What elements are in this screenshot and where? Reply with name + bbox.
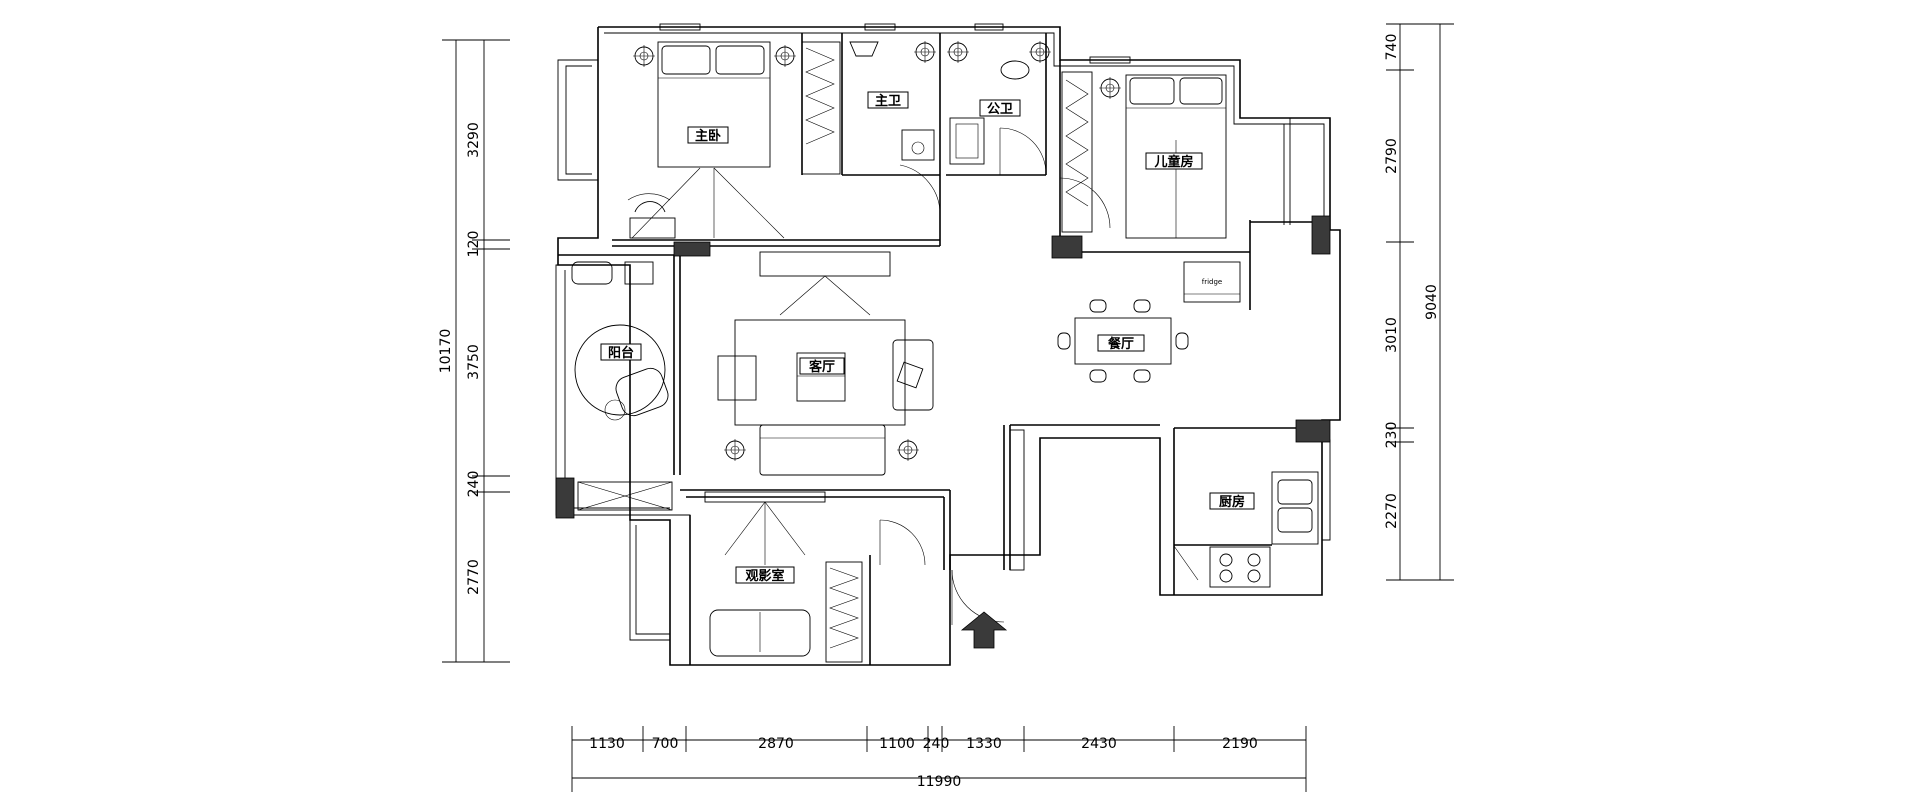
dim-bottom-total: 11990 (917, 774, 962, 790)
dim-right-total: 9040 (1424, 284, 1440, 320)
entrance-arrow-icon (960, 611, 1008, 649)
dim-bottom-7: 2190 (1222, 736, 1258, 752)
interior-walls (558, 33, 1324, 665)
dim-left-2: 3750 (466, 344, 482, 380)
kitchen-fixtures (1173, 471, 1319, 588)
fridge: fridge (1183, 261, 1241, 303)
dim-left-total: 10170 (438, 329, 454, 374)
dim-bottom-6: 2430 (1081, 736, 1117, 752)
windows (659, 23, 1131, 64)
dimension-bottom: 1130 700 2870 1100 240 1330 2430 2190 11… (571, 726, 1307, 792)
label-kitchen: 厨房 (1219, 494, 1245, 510)
public-bath-fixtures (946, 40, 1052, 175)
living-furniture (717, 251, 934, 476)
dim-bottom-1: 700 (652, 736, 679, 752)
label-master-bath: 主卫 (875, 93, 901, 109)
label-media-room: 观影室 (745, 568, 784, 584)
dim-right-1: 2790 (1384, 138, 1400, 174)
dressing-table (627, 193, 676, 239)
dim-right-2: 3010 (1384, 317, 1400, 353)
dim-bottom-4: 240 (923, 736, 950, 752)
dim-bottom-2: 2870 (758, 736, 794, 752)
dim-left-0: 3290 (466, 122, 482, 158)
label-living-room: 客厅 (809, 359, 835, 375)
dim-right-0: 740 (1384, 34, 1400, 61)
dim-bottom-0: 1130 (589, 736, 625, 752)
label-dining-room: 餐厅 (1107, 336, 1134, 352)
room-labels: 主卧 主卫 公卫 儿童房 阳台 客厅 餐厅 厨房 观影室 (600, 91, 1255, 584)
structural-columns (555, 215, 1331, 519)
dimension-right: 740 2790 3010 230 2270 9040 (1384, 23, 1454, 581)
master-bed (631, 41, 797, 239)
fridge-label: fridge (1202, 278, 1222, 286)
dim-right-4: 2270 (1384, 493, 1400, 529)
dim-right-3: 230 (1384, 422, 1400, 449)
balcony-furniture (571, 261, 673, 511)
entry (951, 569, 1008, 649)
dim-bottom-3: 1100 (879, 736, 915, 752)
label-public-bath: 公卫 (987, 102, 1013, 117)
dining-table (1057, 299, 1189, 383)
dim-left-3: 240 (466, 471, 482, 498)
dimension-left: 3290 120 3750 240 2770 10170 (438, 39, 510, 663)
label-kids-room: 儿童房 (1153, 154, 1193, 170)
label-balcony: 阳台 (608, 345, 634, 361)
label-master-bedroom: 主卧 (695, 128, 721, 144)
dim-left-4: 2770 (466, 559, 482, 595)
wardrobe (801, 41, 1093, 663)
dim-left-1: 120 (466, 231, 482, 258)
dim-bottom-5: 1330 (966, 736, 1002, 752)
master-bath-fixtures (849, 40, 941, 216)
kids-bed (1059, 74, 1227, 239)
media-furniture (704, 491, 926, 657)
